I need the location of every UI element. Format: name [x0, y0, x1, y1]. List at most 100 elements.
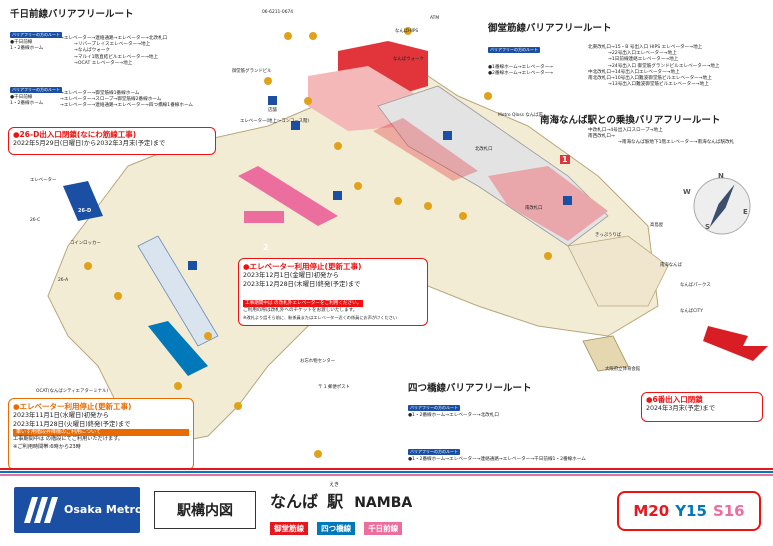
- midosuji-platform-number: 1: [560, 155, 570, 164]
- station-codes: M20 Y15 S16: [617, 491, 761, 531]
- yotsubashi-platform: [137, 235, 219, 347]
- station-code-yotsubashi: Y15: [675, 502, 707, 520]
- label-26a: 26-A: [58, 278, 69, 283]
- label-gate-south: 南改札口: [525, 206, 543, 211]
- compass-s: S: [705, 223, 711, 231]
- notice-title: ●エレベーター利用停止(更新工事): [13, 402, 132, 411]
- route-title-yotsubashi: 四つ橋線バリアフリールート: [408, 383, 532, 394]
- label-atm: ATM: [430, 16, 440, 21]
- label-nankai-namba: 南海なんば: [660, 263, 682, 268]
- notice-line: 2023年11月1日(水曜日)初発から: [13, 412, 109, 419]
- route-item: 南北改札口→10号出入口難波御堂筋ビルエレベーター→地上: [588, 76, 712, 82]
- label-namba-walk: なんばウォーク: [393, 57, 424, 62]
- notice-title: ●6番出入口閉鎖: [646, 395, 703, 404]
- brand-name: Osaka Metro: [64, 503, 143, 516]
- notice-banner: 車いす用階段昇降機のご利用について: [13, 429, 189, 437]
- line-badge-sennichimae: 千日前線: [364, 522, 403, 535]
- line-badge-midosuji: 御堂筋線: [270, 522, 308, 535]
- notice-title: ●26-D出入口閉鎖(なにわ筋線工事): [13, 130, 137, 139]
- barrier-free-tag: バリアフリーの方のルート: [408, 405, 460, 411]
- label-metro-qloss: Metro Qloss なんば店: [498, 113, 543, 118]
- notice-elevator-nov: ●エレベーター利用停止(更新工事) 2023年11月1日(水曜日)初発から 20…: [8, 398, 194, 470]
- nankai-route-list: 中改札口→4号出入口スロープ→地上 南西改札口→ →南海なんば駅地下1階エレベー…: [588, 128, 734, 147]
- yotsubashi-route-group: バリアフリーの方のルート ●1・2番線ホーム→エレベーター→北改札口: [408, 394, 499, 419]
- route-origin-line: ●1・2番線ホーム→エレベーター→北改札口: [408, 413, 499, 418]
- station-name-block: なんば えき 駅 NAMBA 御堂筋線 四つ橋線 千日前線: [270, 482, 413, 535]
- route-origin-platform: 1・2番線ホーム: [10, 46, 44, 52]
- route-origin-line: ●2番線ホーム→エレベーター→: [488, 71, 554, 77]
- label-office: 〒 1 郵便ポスト: [318, 385, 350, 390]
- notice-note: ※改札より話そら前に、駅係員またはエレベーター近くの係員にお声がけください: [243, 314, 398, 320]
- notice-line: ご利用の際は改札外へのチケットをお渡しいたします。: [243, 308, 358, 314]
- station-name-roman: NAMBA: [354, 495, 413, 511]
- label-yokohama: 大阪府立体育会館: [605, 367, 641, 372]
- line-badge-yotsubashi: 四つ橋線: [317, 522, 356, 535]
- sennichimae-platform-marker: [244, 211, 284, 223]
- footer-stripe-red: [0, 468, 773, 470]
- station-name-jp: なんば: [270, 492, 319, 511]
- midosuji-red-band: [373, 118, 478, 181]
- route-origin-platform: 1・2番線ホーム: [10, 101, 44, 107]
- route-title-midosuji: 御堂筋線バリアフリールート: [488, 23, 612, 34]
- yotsubashi-route-group-2: バリアフリーの方のルート ●1・2番線ホーム→エレベーター→連絡通路→エレベータ…: [408, 438, 586, 463]
- label-hips: なんばHIPS: [395, 29, 419, 34]
- route-item: →リバープレイスエレベーター→地上: [74, 42, 151, 48]
- route-item: →なんばウォーク: [74, 48, 111, 54]
- route-item: 中改札口→4号出入口スロープ→地上: [588, 128, 663, 133]
- notice-title: ●エレベーター利用停止(更新工事): [243, 262, 362, 271]
- route-origin-line: ●千日前線: [10, 40, 33, 45]
- barrier-free-tag: バリアフリーの方のルート: [10, 87, 62, 93]
- label-coin-locker: コインロッカー: [70, 241, 101, 246]
- sennichimae-platform-number: 2: [263, 243, 269, 252]
- yotsubashi-line: [148, 321, 208, 376]
- route-origin-line: ●千日前線: [10, 95, 33, 100]
- nankai-direction-arrow: [703, 326, 768, 361]
- sennichimae-route-group-1: バリアフリーの方のルート ●千日前線 1・2番線ホーム: [10, 21, 64, 52]
- barrier-free-tag: バリアフリーの方のルート: [488, 47, 540, 53]
- route-item: →OCAT エレベーター→地上: [74, 60, 133, 66]
- label-kippu: きっぷうりば: [595, 233, 622, 238]
- compass-rose: [693, 177, 751, 235]
- station-kanji-text: 駅: [327, 492, 344, 511]
- label-phone: 06-6211-0674: [262, 10, 294, 15]
- route-item: 南西改札口→: [588, 134, 615, 140]
- notice-line: 2023年11月28日(火曜日)終発(予定)まで: [13, 420, 131, 428]
- midosuji-route-group: バリアフリーの方のルート ●1番線ホーム→エレベーター→ ●2番線ホーム→エレベ…: [488, 36, 553, 77]
- compass-w: W: [683, 188, 691, 196]
- route-item: →24号出入口 御堂筋グランドビルエレベーター→地上: [608, 63, 720, 69]
- label-elevator-left: エレベーター: [30, 178, 57, 183]
- sennichimae-route-group-2: バリアフリーの方のルート ●千日前線 1・2番線ホーム: [10, 76, 64, 107]
- label-elevator-ground: エレベーター(地上～コンコース階): [240, 119, 310, 124]
- notice-26d-closure: ●26-D出入口閉鎖(なにわ筋線工事) 2022年5月29日(日曜日)から203…: [8, 127, 216, 155]
- notice-exit6-closure: ●6番出入口閉鎖 2024年3月末(予定)まで: [641, 392, 763, 422]
- footer-stripe-pink: [0, 474, 773, 476]
- label-store: 店舗: [268, 108, 277, 113]
- notice-body: 2024年3月末(予定)まで: [646, 405, 716, 412]
- notice-line: 2023年12月28日(木曜日)終発(予定)まで: [243, 280, 361, 288]
- route-item: →エレベーター→連絡通路→エレベーター→四つ橋線1番線ホーム: [60, 103, 194, 109]
- route-item: →1日前線連絡エレベーター→地上: [608, 57, 679, 63]
- label-grand-build: 御堂筋グランドビル: [232, 69, 272, 74]
- label-ocat: OCAT(なんばシティエアターミナル): [36, 389, 109, 394]
- sennichimae-route-list-2: →エレベーター→御堂筋線1番線ホーム →エレベーター→スロープ→御堂筋線2番線ホ…: [60, 91, 193, 110]
- midosuji-route-list: 北東改札口→15・B 号出入口 HIPS エレベーター→地上 →22号出入口エレ…: [588, 45, 719, 88]
- route-item: →エレベーター→御堂筋線1番線ホーム: [60, 91, 140, 96]
- barrier-free-tag: バリアフリーの方のルート: [408, 449, 460, 455]
- compass-e: E: [743, 208, 748, 216]
- label-info-center: お忘れ物センター: [300, 359, 336, 364]
- station-kanji: えき 駅: [327, 482, 344, 512]
- route-title-sennichimae: 千日前線バリアフリールート: [10, 9, 134, 20]
- label-takashimaya: 高島屋: [650, 223, 664, 228]
- notice-elevator-dec: ●エレベーター利用停止(更新工事) 2023年12月1日(金曜日)初発から 20…: [238, 258, 428, 326]
- route-origin-line: ●1・2番線ホーム→エレベーター→連絡通路→エレベーター→千日前線1・2番線ホー…: [408, 457, 586, 462]
- route-origin-line: ●1番線ホーム→エレベーター→: [488, 65, 554, 70]
- notice-line: 2023年12月1日(金曜日)初発から: [243, 272, 339, 279]
- label-namba-parks: なんばパークス: [680, 283, 711, 288]
- station-code-midosuji: M20: [633, 502, 670, 520]
- map-type-title: 駅構内図: [154, 491, 256, 529]
- route-item: →13号出入口難波御堂筋ビルエレベーター→地上: [608, 82, 709, 88]
- route-title-nankai: 南海なんば駅との乗換バリアフリールート: [540, 115, 721, 126]
- label-gate-north: 北改札口: [475, 147, 493, 152]
- route-item: 北東改札口→15・B 号出入口 HIPS エレベーター→地上: [588, 45, 703, 50]
- osaka-metro-logo: Osaka Metro: [14, 487, 143, 533]
